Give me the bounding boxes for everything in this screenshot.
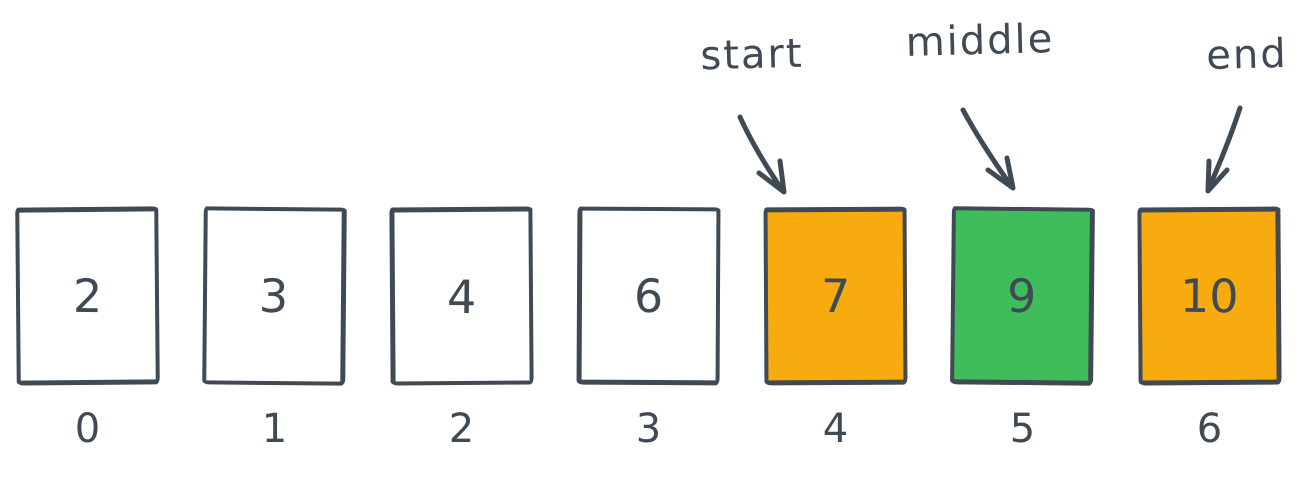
end-arrow-icon <box>1205 105 1243 194</box>
cell-value: 4 <box>447 269 477 324</box>
middle-arrow-icon <box>960 107 1016 191</box>
array-cell-4-start: 7 <box>763 206 908 386</box>
cell-value: 2 <box>72 268 103 324</box>
index-label-3: 3 <box>635 406 662 452</box>
index-label-6: 6 <box>1196 406 1223 452</box>
index-label-4: 4 <box>822 406 849 452</box>
cell-value: 10 <box>1179 268 1239 324</box>
array-cell-1: 3 <box>202 206 347 386</box>
cell-value: 7 <box>820 268 851 324</box>
cell-value: 6 <box>633 268 665 323</box>
middle-pointer-label: middle <box>905 16 1055 66</box>
array-cell-3: 6 <box>576 206 721 386</box>
index-label-5: 5 <box>1009 406 1036 452</box>
array-cell-2: 4 <box>389 206 534 386</box>
cell-value: 3 <box>258 268 290 324</box>
array-row: 2 3 4 6 7 9 10 <box>15 206 1282 386</box>
array-cell-5-middle: 9 <box>950 206 1095 386</box>
index-label-1: 1 <box>261 406 288 452</box>
cell-value: 9 <box>1006 268 1038 323</box>
array-cell-0: 2 <box>15 206 160 386</box>
start-pointer-label: start <box>699 30 805 80</box>
index-row: 0 1 2 3 4 5 6 <box>16 406 1281 452</box>
start-arrow-icon <box>737 114 787 195</box>
array-cell-6-end: 10 <box>1137 206 1282 386</box>
index-label-0: 0 <box>74 406 101 452</box>
index-label-2: 2 <box>448 406 475 452</box>
end-pointer-label: end <box>1205 30 1289 80</box>
